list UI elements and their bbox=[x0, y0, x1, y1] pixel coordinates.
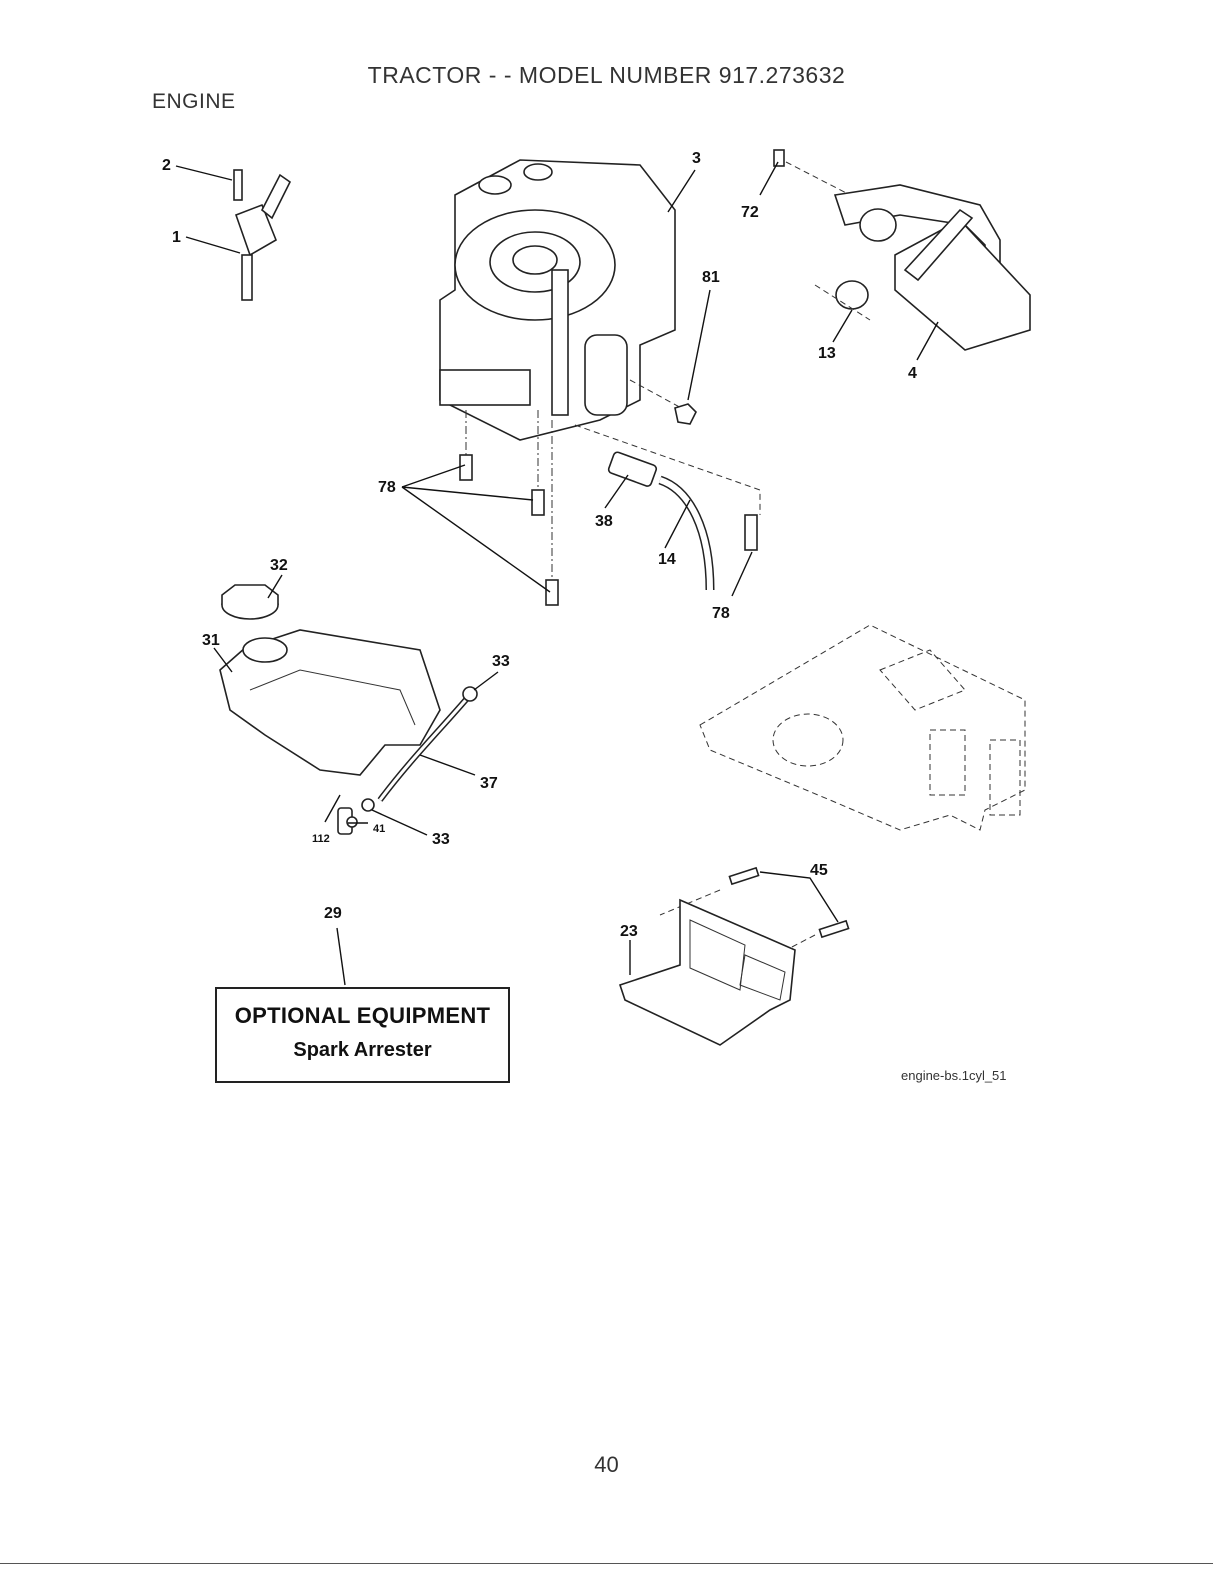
callout-32: 32 bbox=[270, 557, 288, 574]
leader-38 bbox=[605, 475, 628, 508]
callout-81: 81 bbox=[702, 269, 720, 286]
callout-31: 31 bbox=[202, 632, 220, 649]
bolt-72-shape bbox=[774, 150, 784, 166]
engine-base-shape bbox=[440, 370, 530, 405]
callout-2: 2 bbox=[162, 157, 171, 174]
mounting-plate-bracket-right bbox=[990, 740, 1020, 815]
engine-cap-right-shape bbox=[524, 164, 552, 180]
callout-33-bottom: 33 bbox=[432, 831, 450, 848]
engine-dipstick-tube-shape bbox=[552, 270, 568, 415]
screw-45-right-shape bbox=[819, 921, 848, 937]
throttle-lever-shape bbox=[262, 175, 290, 218]
gasket-13-shape bbox=[836, 281, 868, 309]
leader-78-right bbox=[732, 552, 752, 596]
callout-78-group: 78 bbox=[378, 479, 396, 496]
engine-cap-left-shape bbox=[479, 176, 511, 194]
bolt-78-a-shape bbox=[460, 455, 472, 480]
leader-33-top bbox=[474, 672, 498, 690]
callout-4: 4 bbox=[908, 365, 917, 382]
mounting-plate-hole bbox=[773, 714, 843, 766]
fuel-tank-drawing bbox=[220, 585, 477, 834]
connector-41-shape bbox=[347, 817, 357, 827]
callout-29: 29 bbox=[324, 905, 342, 922]
optional-equipment-item: Spark Arrester bbox=[217, 1039, 508, 1062]
leader-4 bbox=[917, 322, 938, 360]
callout-3: 3 bbox=[692, 150, 701, 167]
leader-3 bbox=[668, 170, 695, 212]
leader-81 bbox=[688, 290, 710, 400]
leader-1 bbox=[186, 237, 240, 253]
mounting-plate-drawing bbox=[700, 625, 1025, 830]
mounting-plate-cutout bbox=[880, 650, 965, 710]
callout-37: 37 bbox=[480, 775, 498, 792]
callout-41: 41 bbox=[373, 823, 385, 835]
clamp-33-bottom-shape bbox=[362, 799, 374, 811]
heat-shield-drawing bbox=[620, 868, 849, 1045]
leader-72 bbox=[760, 162, 778, 195]
muffler-drawing bbox=[774, 150, 1030, 350]
fuel-line-centerline bbox=[575, 425, 760, 515]
screw-2-shape bbox=[234, 170, 242, 200]
callout-14: 14 bbox=[658, 551, 676, 568]
nut-81-shape bbox=[675, 404, 696, 424]
callout-78-right: 78 bbox=[712, 605, 730, 622]
callout-112: 112 bbox=[312, 833, 330, 845]
fuel-tank-neck-shape bbox=[243, 638, 287, 662]
screw-45-right-centerline bbox=[790, 935, 815, 948]
leader-29 bbox=[337, 928, 345, 985]
engine-hub-center-shape bbox=[513, 246, 557, 274]
callout-13: 13 bbox=[818, 345, 836, 362]
callout-33-top: 33 bbox=[492, 653, 510, 670]
leader-37 bbox=[420, 755, 475, 775]
bolt-78-right-shape bbox=[745, 515, 757, 550]
fuel-filter-38-shape bbox=[608, 451, 658, 487]
leader-45 bbox=[760, 872, 838, 922]
mounting-plate-bracket-left bbox=[930, 730, 965, 795]
page-number: 40 bbox=[0, 1452, 1213, 1478]
throttle-control-drawing bbox=[234, 170, 290, 300]
muffler-body-shape bbox=[895, 220, 1030, 350]
callout-72: 72 bbox=[741, 204, 759, 221]
leader-13 bbox=[833, 310, 852, 342]
engine-drawing bbox=[440, 160, 675, 440]
callout-38: 38 bbox=[595, 513, 613, 530]
oil-filter-shape bbox=[585, 335, 627, 415]
exhaust-flange-shape bbox=[860, 209, 896, 241]
heat-shield-23-shape bbox=[620, 900, 795, 1045]
drawing-id: engine-bs.1cyl_51 bbox=[901, 1068, 1007, 1083]
throttle-rod-shape bbox=[242, 255, 252, 300]
mounting-plate-outline bbox=[700, 625, 1025, 830]
bottom-rule bbox=[0, 1563, 1213, 1564]
leader-2 bbox=[176, 166, 232, 180]
optional-equipment-title: OPTIONAL EQUIPMENT bbox=[217, 1003, 508, 1029]
leader-78-group bbox=[402, 465, 550, 592]
callout-45: 45 bbox=[810, 862, 828, 879]
bolt-78-c-shape bbox=[546, 580, 558, 605]
bolt-78-b-shape bbox=[532, 490, 544, 515]
screw-45-left-shape bbox=[729, 868, 758, 884]
optional-equipment-box: OPTIONAL EQUIPMENT Spark Arrester bbox=[215, 987, 510, 1083]
callout-23: 23 bbox=[620, 923, 638, 940]
callout-1: 1 bbox=[172, 229, 181, 246]
